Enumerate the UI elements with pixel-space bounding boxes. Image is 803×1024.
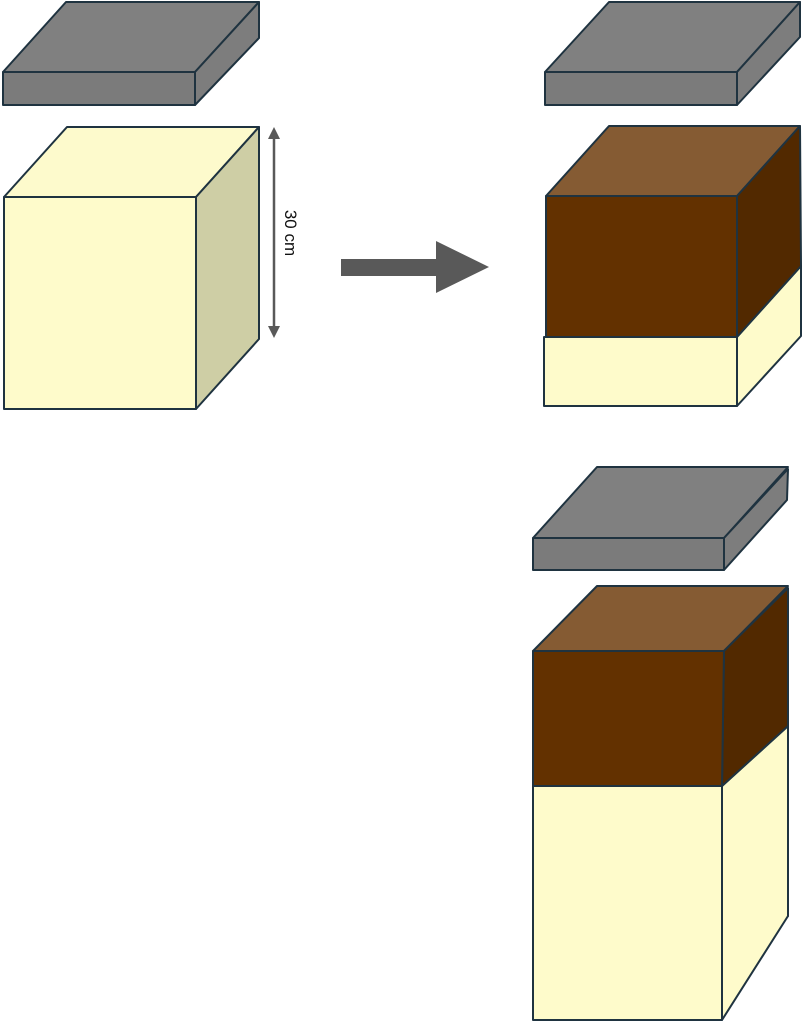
initial-lid	[2, 1, 260, 106]
dimension-arrowhead-bottom	[268, 326, 280, 338]
transition-arrow	[341, 241, 489, 293]
initial-sample-cube	[3, 126, 260, 410]
after-1-column	[543, 125, 802, 407]
after-2-column	[532, 585, 789, 1021]
after-1-pale-front	[543, 336, 738, 407]
initial-cube-front	[3, 196, 197, 410]
after-1-brown-front	[545, 195, 738, 338]
after-2-lid-front	[532, 537, 725, 571]
dimension-label: 30 cm	[281, 210, 300, 256]
after-2-pale-front	[532, 785, 723, 1021]
after-2-brown-front	[532, 650, 725, 787]
after-1-lid	[544, 1, 801, 106]
after-2-lid	[532, 466, 789, 571]
height-dimension: 30 cm	[268, 127, 300, 338]
dimension-arrowhead-top	[268, 127, 280, 139]
arrow-right-icon	[341, 241, 489, 293]
after-1-lid-front	[544, 71, 738, 106]
initial-lid-front	[2, 71, 196, 106]
